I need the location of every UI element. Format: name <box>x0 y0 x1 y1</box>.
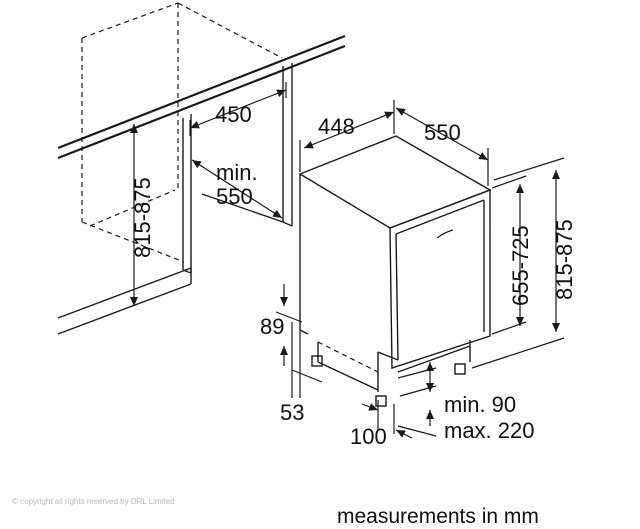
niche-outline <box>57 2 346 335</box>
label-toe-depth: 100 <box>350 424 387 449</box>
copyright-notice: © copyright all rights reserved by DRL L… <box>12 497 175 506</box>
label-foot-height: 53 <box>280 400 304 425</box>
dim-appliance-height <box>471 157 565 369</box>
dim-door-height <box>491 175 527 335</box>
label-plinth-min: min. 90 <box>444 392 516 417</box>
label-plinth-max: max. 220 <box>444 418 535 443</box>
label-plinth-height: 89 <box>260 314 284 339</box>
dim-toe-depth <box>361 400 413 439</box>
dim-niche-depth <box>191 159 283 219</box>
label-niche-width: 450 <box>215 102 252 127</box>
dim-plinth-range <box>397 362 437 437</box>
label-niche-height: 815-875 <box>130 177 155 258</box>
label-door-height: 655-725 <box>508 225 533 306</box>
label-appliance-width: 448 <box>318 114 355 139</box>
dishwasher-body <box>298 135 492 407</box>
label-niche-min-depth: min. <box>216 160 258 185</box>
label-appliance-height: 815-875 <box>552 219 577 300</box>
units-note: measurements in mm <box>337 505 539 528</box>
dim-plinth-height <box>275 284 303 366</box>
label-appliance-depth: 550 <box>424 120 461 145</box>
dim-niche-width <box>189 82 287 136</box>
label-niche-min-depth-value: 550 <box>216 184 253 209</box>
dim-appliance-depth <box>395 107 489 186</box>
dim-appliance-width <box>299 100 395 172</box>
dim-foot-height <box>291 322 323 398</box>
